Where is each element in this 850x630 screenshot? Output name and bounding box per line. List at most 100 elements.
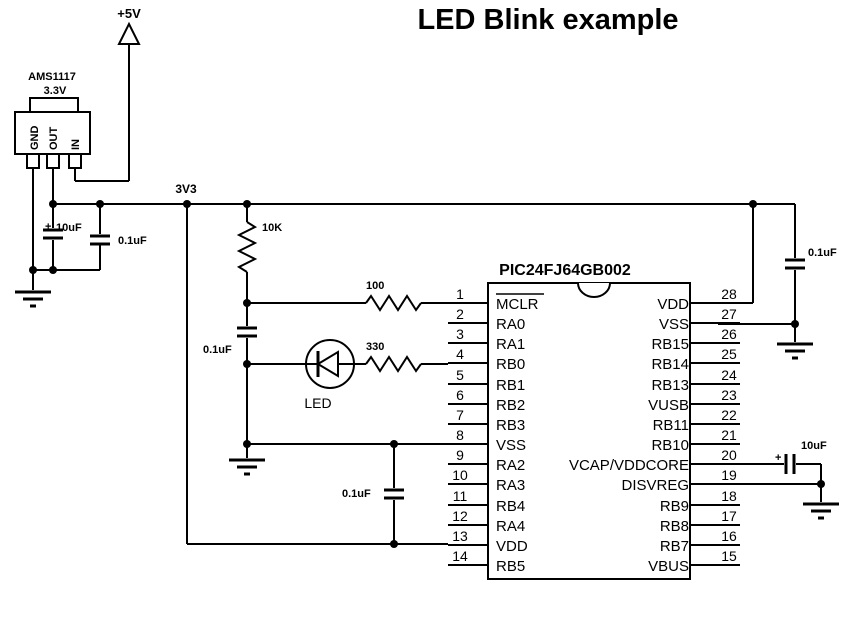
r-led-value: 330 <box>366 341 384 353</box>
regulator-name: AMS1117 <box>28 71 76 83</box>
pin-number: 14 <box>452 548 468 564</box>
regulator-voltage: 3.3V <box>44 85 67 97</box>
pin-name: RB9 <box>660 498 689 515</box>
pin-number: 22 <box>721 407 737 423</box>
pin-name: RB4 <box>496 498 525 515</box>
pin-number: 26 <box>721 326 737 342</box>
pin-name: VDD <box>496 538 528 555</box>
pin-number: 13 <box>452 528 468 544</box>
pin-name: RB5 <box>496 558 525 575</box>
c-vdd28-value: 0.1uF <box>808 247 837 259</box>
pin-name: RA2 <box>496 457 525 474</box>
pin-number: 10 <box>452 467 468 483</box>
pin-number: 16 <box>721 528 737 544</box>
r-mclr-value: 100 <box>366 280 384 292</box>
pin-number: 18 <box>721 488 737 504</box>
decoupling-cap-left: 0.1uF <box>342 440 404 548</box>
pin-name: RB11 <box>653 417 689 434</box>
pin-number: 1 <box>456 286 464 302</box>
pin-name: RB8 <box>660 518 689 535</box>
pin-name: RA3 <box>496 477 525 494</box>
diagram-title: LED Blink example <box>417 4 678 36</box>
c-vcap-polarity: + <box>775 452 781 464</box>
rail-3v3: 3V3 <box>49 182 796 545</box>
chip-name: PIC24FJ64GB002 <box>499 262 631 279</box>
pin-number: 4 <box>456 346 464 362</box>
supply-label: +5V <box>117 6 141 21</box>
pin-number: 15 <box>721 548 737 564</box>
pin-name: RA4 <box>496 518 525 535</box>
led: LED 330 <box>247 339 448 411</box>
pin-name: VCAP/VDDCORE <box>569 457 689 474</box>
pin-number: 9 <box>456 447 464 463</box>
chip-right-pins: 28VDD27VSS26RB1525RB1424RB1323VUSB22RB11… <box>569 286 740 575</box>
pin-number: 6 <box>456 387 464 403</box>
pin-number: 27 <box>721 306 737 322</box>
pin-number: 5 <box>456 367 464 383</box>
regulator-pin-out: OUT <box>48 127 60 151</box>
led-diode-icon <box>316 350 339 378</box>
pin-number: 28 <box>721 286 737 302</box>
pin-name: RA1 <box>496 336 525 353</box>
pin-number: 2 <box>456 306 464 322</box>
r-pullup-value: 10K <box>262 222 282 234</box>
pin-name: RB10 <box>651 437 689 454</box>
pin-name: VSS <box>659 316 689 333</box>
chip-left-pins: 1MCLR2RA03RA14RB05RB16RB27RB38VSS9RA210R… <box>448 286 544 575</box>
c-mclr-value: 0.1uF <box>203 344 232 356</box>
pin-number: 20 <box>721 447 737 463</box>
pin-name: RB0 <box>496 356 525 373</box>
c-reg-value: 0.1uF <box>118 235 147 247</box>
pin-number: 23 <box>721 387 737 403</box>
pin-name: VBUS <box>648 558 689 575</box>
pin-number: 24 <box>721 367 737 383</box>
pin-name: VDD <box>657 296 689 313</box>
pin-name: RB15 <box>651 336 689 353</box>
pin-name: RB3 <box>496 417 525 434</box>
chip-body <box>487 282 691 580</box>
chip-notch <box>577 282 611 298</box>
pin-number: 17 <box>721 508 737 524</box>
pin-number: 12 <box>452 508 468 524</box>
c-vcap-value: 10uF <box>801 440 827 452</box>
pin-number: 8 <box>456 427 464 443</box>
pin-name: MCLR <box>496 296 539 313</box>
led-label: LED <box>304 395 331 411</box>
pin-number: 25 <box>721 346 737 362</box>
pin-number: 3 <box>456 326 464 342</box>
regulator-pin-in: IN <box>70 139 82 150</box>
pin-name: VUSB <box>648 397 689 414</box>
pin-name: RB7 <box>660 538 689 555</box>
pin-name: RB14 <box>651 356 689 373</box>
pin-number: 21 <box>721 427 737 443</box>
regulator-pin-gnd: GND <box>29 126 41 151</box>
c-vss-vdd-value: 0.1uF <box>342 488 371 500</box>
regulator: AMS1117 3.3V GND OUT IN <box>14 71 91 270</box>
